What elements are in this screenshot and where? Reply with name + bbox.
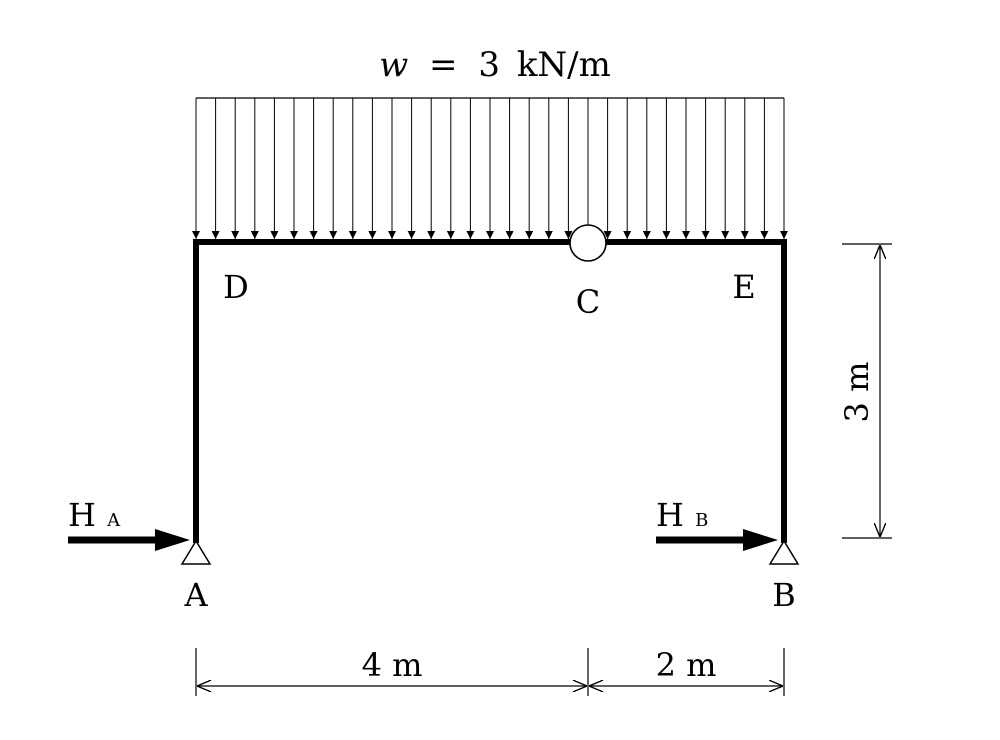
- distributed-load: [192, 97, 788, 239]
- node-e-label: E: [732, 268, 755, 306]
- pin-support-b-icon: [768, 539, 800, 565]
- reaction-ha-sub: A: [106, 510, 121, 531]
- hinge-c-icon: [569, 224, 607, 262]
- reaction-ha-arrow-icon: [155, 529, 190, 551]
- load-symbol: w: [379, 45, 408, 85]
- dim-label-left: 4 m: [362, 646, 423, 684]
- vertical-dimension: 3 m: [838, 243, 892, 539]
- load-unit: kN/m: [517, 45, 611, 85]
- node-d-label: D: [223, 268, 249, 306]
- load-equals: =: [429, 45, 458, 85]
- pin-support-a-icon: [180, 539, 212, 565]
- load-label: w = 3 kN/m: [379, 45, 611, 85]
- reaction-hb-arrow-icon: [743, 529, 778, 551]
- horizontal-dimensions: 4 m 2 m: [195, 646, 785, 696]
- frame-members: [193, 239, 787, 543]
- node-c-label: C: [576, 283, 600, 321]
- dim-label-height: 3 m: [838, 362, 876, 423]
- dim-label-right: 2 m: [656, 646, 717, 684]
- reaction-ha: H A: [68, 496, 190, 551]
- reaction-hb-main: H: [656, 496, 684, 534]
- reaction-hb: H B: [656, 496, 778, 551]
- reaction-hb-sub: B: [695, 510, 708, 531]
- load-value: 3: [478, 45, 500, 85]
- load-arrows: [192, 98, 788, 239]
- node-a-label: A: [183, 576, 208, 614]
- node-b-label: B: [772, 576, 796, 614]
- reaction-ha-main: H: [68, 496, 96, 534]
- reaction-hb-label: H B: [656, 496, 708, 534]
- reaction-ha-label: H A: [68, 496, 121, 534]
